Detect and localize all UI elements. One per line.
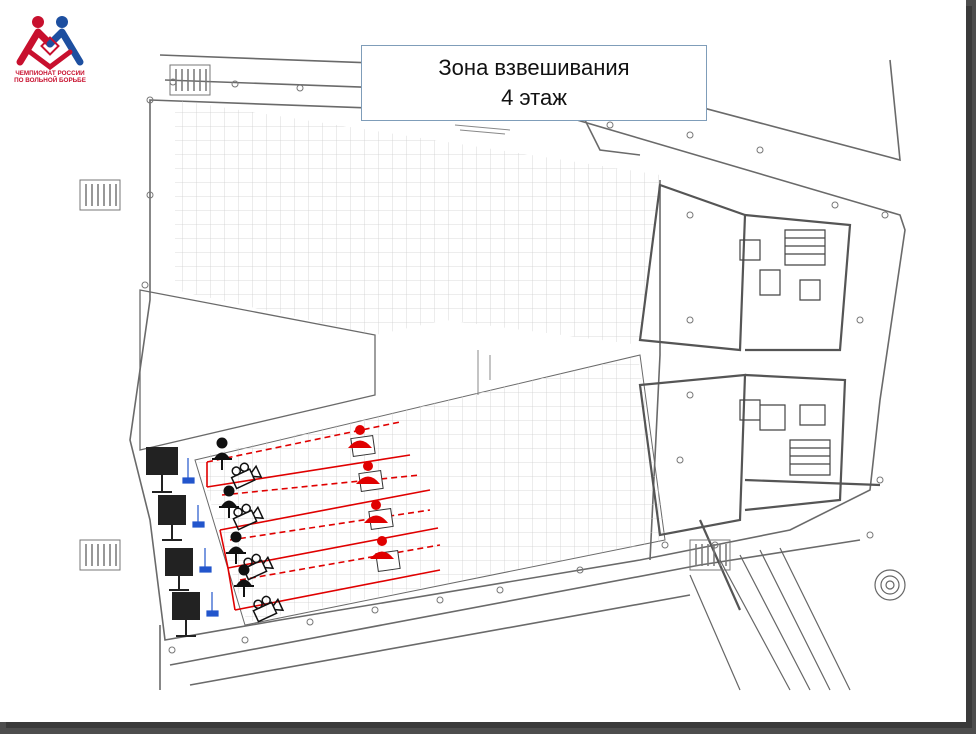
athlete-icon: [348, 425, 376, 458]
upper-grid-zone: [175, 100, 660, 345]
video-camera-icon: [232, 503, 265, 531]
athlete-icon: [370, 536, 401, 573]
slide: ЧЕМПИОНАТ РОССИИ ПО ВОЛЬНОЙ БОРЬБЕ Зона …: [0, 0, 966, 722]
official-at-desk-icon: [219, 485, 239, 518]
slide-shadow-bottom: [6, 722, 972, 728]
cameras: [230, 462, 285, 623]
slide-shadow-right: [966, 6, 972, 728]
tv-monitors: [146, 447, 200, 637]
tv-stand-icon: [158, 495, 186, 541]
title-line2: 4 этаж: [501, 85, 567, 110]
tv-stand-icon: [172, 592, 200, 637]
official-at-desk-icon: [212, 437, 232, 470]
championship-logo: ЧЕМПИОНАТ РОССИИ ПО ВОЛЬНОЙ БОРЬБЕ: [10, 12, 90, 92]
logo-text-line1: ЧЕМПИОНАТ РОССИИ: [15, 70, 85, 77]
floor-plan: [79, 54, 906, 691]
athlete-icon: [364, 500, 394, 531]
weighing-grid-zone: [197, 356, 666, 622]
video-camera-icon: [230, 462, 263, 490]
title-box: Зона взвешивания 4 этаж: [361, 45, 707, 121]
wrestlers-emblem-icon: [16, 16, 84, 71]
right-rooms: [638, 183, 881, 611]
logo-text-line2: ПО ВОЛЬНОЙ БОРЬБЕ: [14, 77, 86, 84]
bottom-right-structures: [689, 547, 906, 691]
floor-scale-icon: [182, 458, 195, 484]
scales: [182, 458, 219, 617]
floor-scale-icon: [192, 505, 205, 528]
tv-stand-icon: [165, 548, 193, 591]
official-at-desk-icon: [226, 531, 246, 564]
columns: [141, 78, 889, 654]
athletes: [348, 425, 401, 573]
floor-scale-icon: [206, 592, 219, 617]
athlete-icon: [356, 461, 384, 493]
weighing-lanes: [206, 421, 441, 611]
right-room-details: [739, 229, 831, 476]
video-camera-icon: [252, 595, 285, 623]
tv-stand-icon: [146, 447, 178, 493]
floor-scale-icon: [199, 548, 212, 573]
corridor-marks: [454, 124, 511, 395]
video-camera-icon: [242, 553, 275, 581]
title-line1: Зона взвешивания: [438, 55, 630, 80]
